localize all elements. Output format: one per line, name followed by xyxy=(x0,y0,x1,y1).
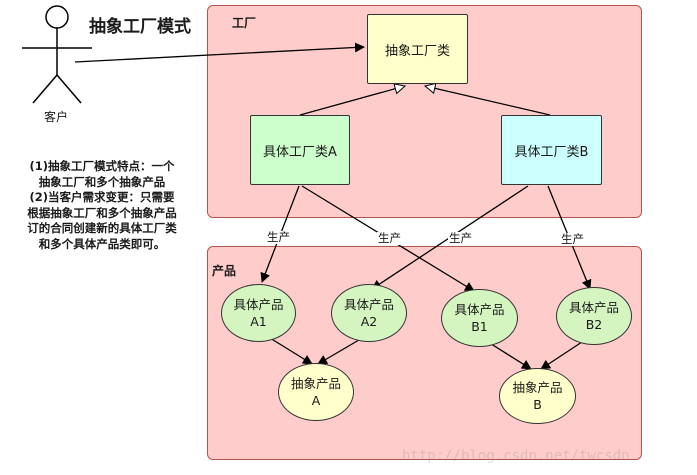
product-a2-line2: A2 xyxy=(360,314,378,329)
a1-to-abstract-a xyxy=(269,337,313,365)
product-b2-line2: B2 xyxy=(585,317,603,332)
client-to-abstract-factory xyxy=(74,42,365,63)
product-b1-line1: 具体产品 xyxy=(454,302,505,317)
product-b2-line1: 具体产品 xyxy=(568,300,619,315)
product-b1-line2: B1 xyxy=(471,319,488,334)
b1-to-abstract-b xyxy=(487,341,532,370)
product-a1-line1: 具体产品 xyxy=(233,297,284,312)
note-line-2: 抽象工厂和多个抽象产品 xyxy=(38,174,166,189)
product-a1: 具体产品 A1 xyxy=(221,284,296,342)
produce-label-3: 生产 xyxy=(448,231,473,245)
abstract-product-a-line2: A xyxy=(311,393,321,408)
note-line-3: (2)当客户需求变更：只需要 xyxy=(29,190,175,204)
product-region xyxy=(207,246,642,460)
notes-block: (1)抽象工厂模式特点：一个 抽象工厂和多个抽象产品 (2)当客户需求变更：只需… xyxy=(8,159,196,252)
diagram-title: 抽象工厂模式 xyxy=(89,17,191,37)
product-a2: 具体产品 A2 xyxy=(331,284,407,342)
note-line-1: (1)抽象工厂模式特点：一个 xyxy=(29,159,175,173)
produce-label-2: 生产 xyxy=(377,231,402,245)
product-a1-line2: A1 xyxy=(250,314,267,329)
abstract-product-b-line1: 抽象产品 xyxy=(512,380,563,395)
product-b1: 具体产品 B1 xyxy=(441,289,518,347)
product-region-label: 产品 xyxy=(212,264,237,278)
produce-label-4: 生产 xyxy=(560,232,585,246)
product-a2-line1: 具体产品 xyxy=(343,297,394,312)
watermark: http://blog.csdn.net/twcsdn xyxy=(402,448,630,464)
abstract-product-a: 抽象产品 A xyxy=(278,363,354,421)
b2-to-abstract-b xyxy=(540,339,586,370)
note-line-4: 根据抽象工厂和多个抽象产品 xyxy=(27,205,177,220)
abstract-product-b-line2: B xyxy=(533,397,542,412)
abstract-factory-box: 抽象工厂类 xyxy=(367,14,468,84)
product-b2: 具体产品 B2 xyxy=(556,287,632,345)
note-line-6: 和多个具体产品类即可。 xyxy=(38,236,166,251)
concrete-factory-a-box: 具体工厂类A xyxy=(250,115,350,185)
a2-to-abstract-a xyxy=(317,336,365,365)
actor-label: 客户 xyxy=(44,110,69,124)
factory-a-inherits xyxy=(299,86,405,116)
concrete-factory-b-box: 具体工厂类B xyxy=(501,115,602,185)
factory-region-label: 工厂 xyxy=(232,16,257,30)
abstract-product-b: 抽象产品 B xyxy=(499,368,576,424)
factory-b-inherits xyxy=(425,86,551,116)
abstract-product-a-line1: 抽象产品 xyxy=(290,376,341,391)
produce-label-1: 生产 xyxy=(266,230,291,244)
actor-figure xyxy=(22,5,92,104)
note-line-5: 订的合同创建新的具体工厂类 xyxy=(27,221,177,235)
